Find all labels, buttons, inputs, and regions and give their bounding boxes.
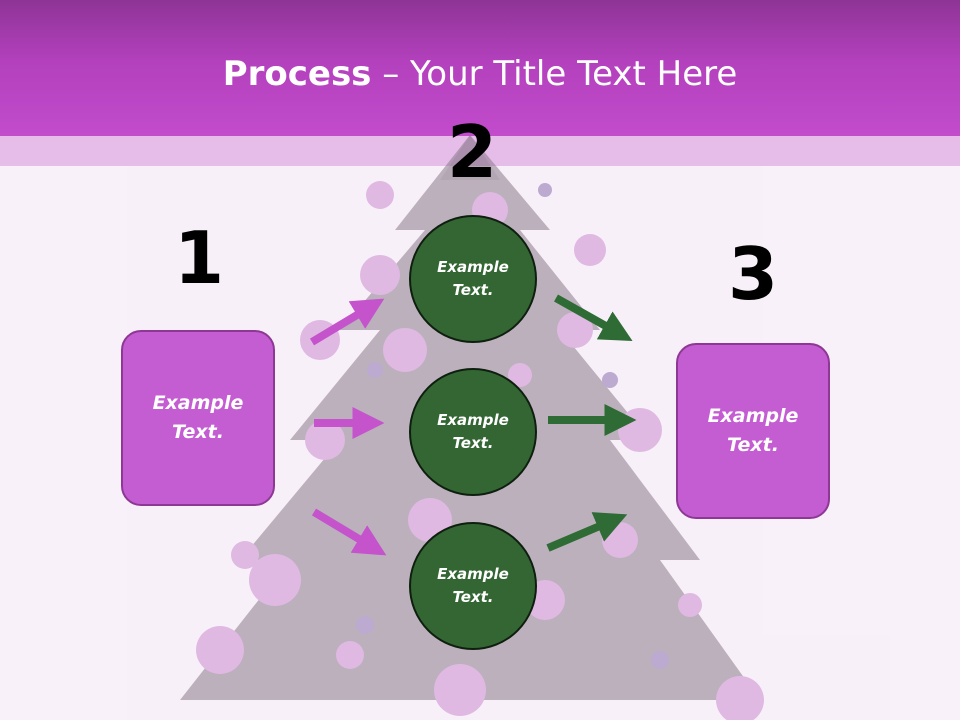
step-2-circle-1: Example Text. [409,215,537,343]
step-2-circle-3: Example Text. [409,522,537,650]
step-2-circle-3-text: Example Text. [437,565,509,606]
step-2-number: 2 [446,110,498,194]
step-3-text: Example Text. [707,405,799,456]
slide-title: Process – Your Title Text Here [0,52,960,96]
title-rest: – Your Title Text Here [371,54,738,94]
step-1-number: 1 [173,216,225,300]
step-1-text: Example Text. [152,392,244,443]
step-1-box: Example Text. [121,330,275,506]
title-bold-word: Process [222,54,372,94]
step-2-circle-2: Example Text. [409,368,537,496]
arrow-1-to-2c [311,508,387,556]
step-2-circle-2-text: Example Text. [437,411,509,452]
step-2-circle-1-text: Example Text. [437,258,509,299]
step-3-number: 3 [727,232,779,316]
arrow-2c-to-3 [546,512,628,552]
step-3-box: Example Text. [676,343,830,519]
arrow-1-to-2a [309,298,385,346]
title-bar [0,0,960,136]
arrow-2a-to-3 [554,294,633,342]
